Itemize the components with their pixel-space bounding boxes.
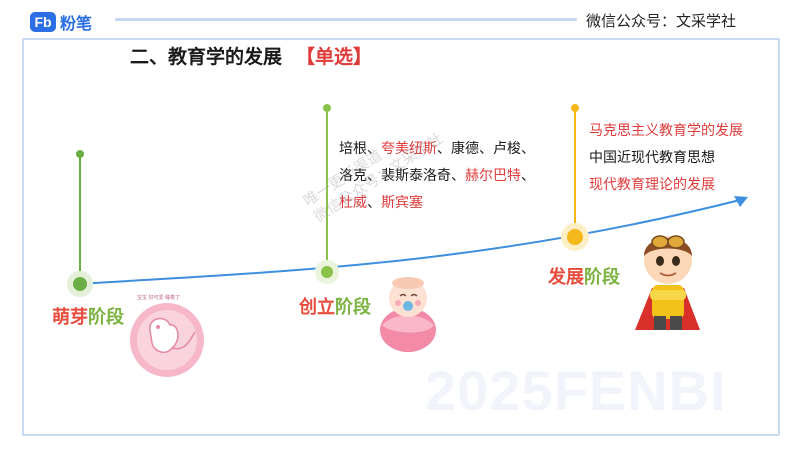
embryo-illustration [130, 303, 204, 377]
stage-3-label-suffix: 阶段 [584, 267, 620, 288]
stage-2-top-dot [323, 104, 331, 112]
baby-illustration [380, 277, 436, 352]
background-watermark: 2025FENBI [425, 359, 727, 422]
stage-2-label-suffix: 阶段 [335, 297, 371, 318]
stage-1-label: 萌芽阶段 [52, 303, 124, 329]
stage-3-dot [567, 229, 583, 245]
logo: Fb 粉笔 [30, 10, 92, 34]
creation-line-3: 杜威、斯宾塞 [339, 195, 423, 211]
logo-text: 粉笔 [60, 14, 93, 33]
content-frame [22, 38, 780, 436]
account-label: 微信公众号：文采学社 [586, 12, 737, 30]
creation-line-2: 洛克、裴斯泰洛奇、赫尔巴特、 [339, 168, 535, 184]
development-line-3: 现代教育理论的发展 [589, 177, 715, 193]
stage-3-label-prefix: 发展 [548, 267, 584, 288]
slide-title: 二、教育学的发展【单选】 [130, 42, 372, 69]
stage-1-label-suffix: 阶段 [88, 307, 124, 328]
stage-3-label: 发展阶段 [548, 263, 620, 289]
creation-stage-text: 培根、夸美纽斯、康德、卢梭、 洛克、裴斯泰洛奇、赫尔巴特、 杜威、斯宾塞 [339, 136, 535, 217]
stage-3-top-dot [571, 104, 579, 112]
stage-2-label-prefix: 创立 [299, 297, 335, 318]
stage-2-dot [321, 266, 333, 278]
header-divider [115, 18, 577, 21]
boy-illustration [635, 235, 700, 330]
illustration-caption: 宝宝 好可爱 睡着了 [137, 295, 181, 301]
stage-1-top-dot [76, 150, 84, 158]
creation-line-1: 培根、夸美纽斯、康德、卢梭、 [339, 141, 535, 157]
development-line-1: 马克思主义教育学的发展 [589, 123, 743, 139]
logo-mark: Fb [30, 12, 56, 32]
timeline-curve [79, 199, 741, 285]
timeline-arrowhead [734, 196, 748, 207]
stage-1-label-prefix: 萌芽 [52, 307, 88, 328]
stage-1-dot [73, 277, 87, 291]
stage-2-label: 创立阶段 [299, 293, 371, 319]
development-line-2: 中国近现代教育思想 [589, 150, 715, 166]
slide-title-main: 二、教育学的发展 [130, 46, 283, 68]
development-stage-text: 马克思主义教育学的发展 中国近现代教育思想 现代教育理论的发展 [589, 118, 743, 199]
slide-title-tag: 【单选】 [296, 46, 373, 68]
